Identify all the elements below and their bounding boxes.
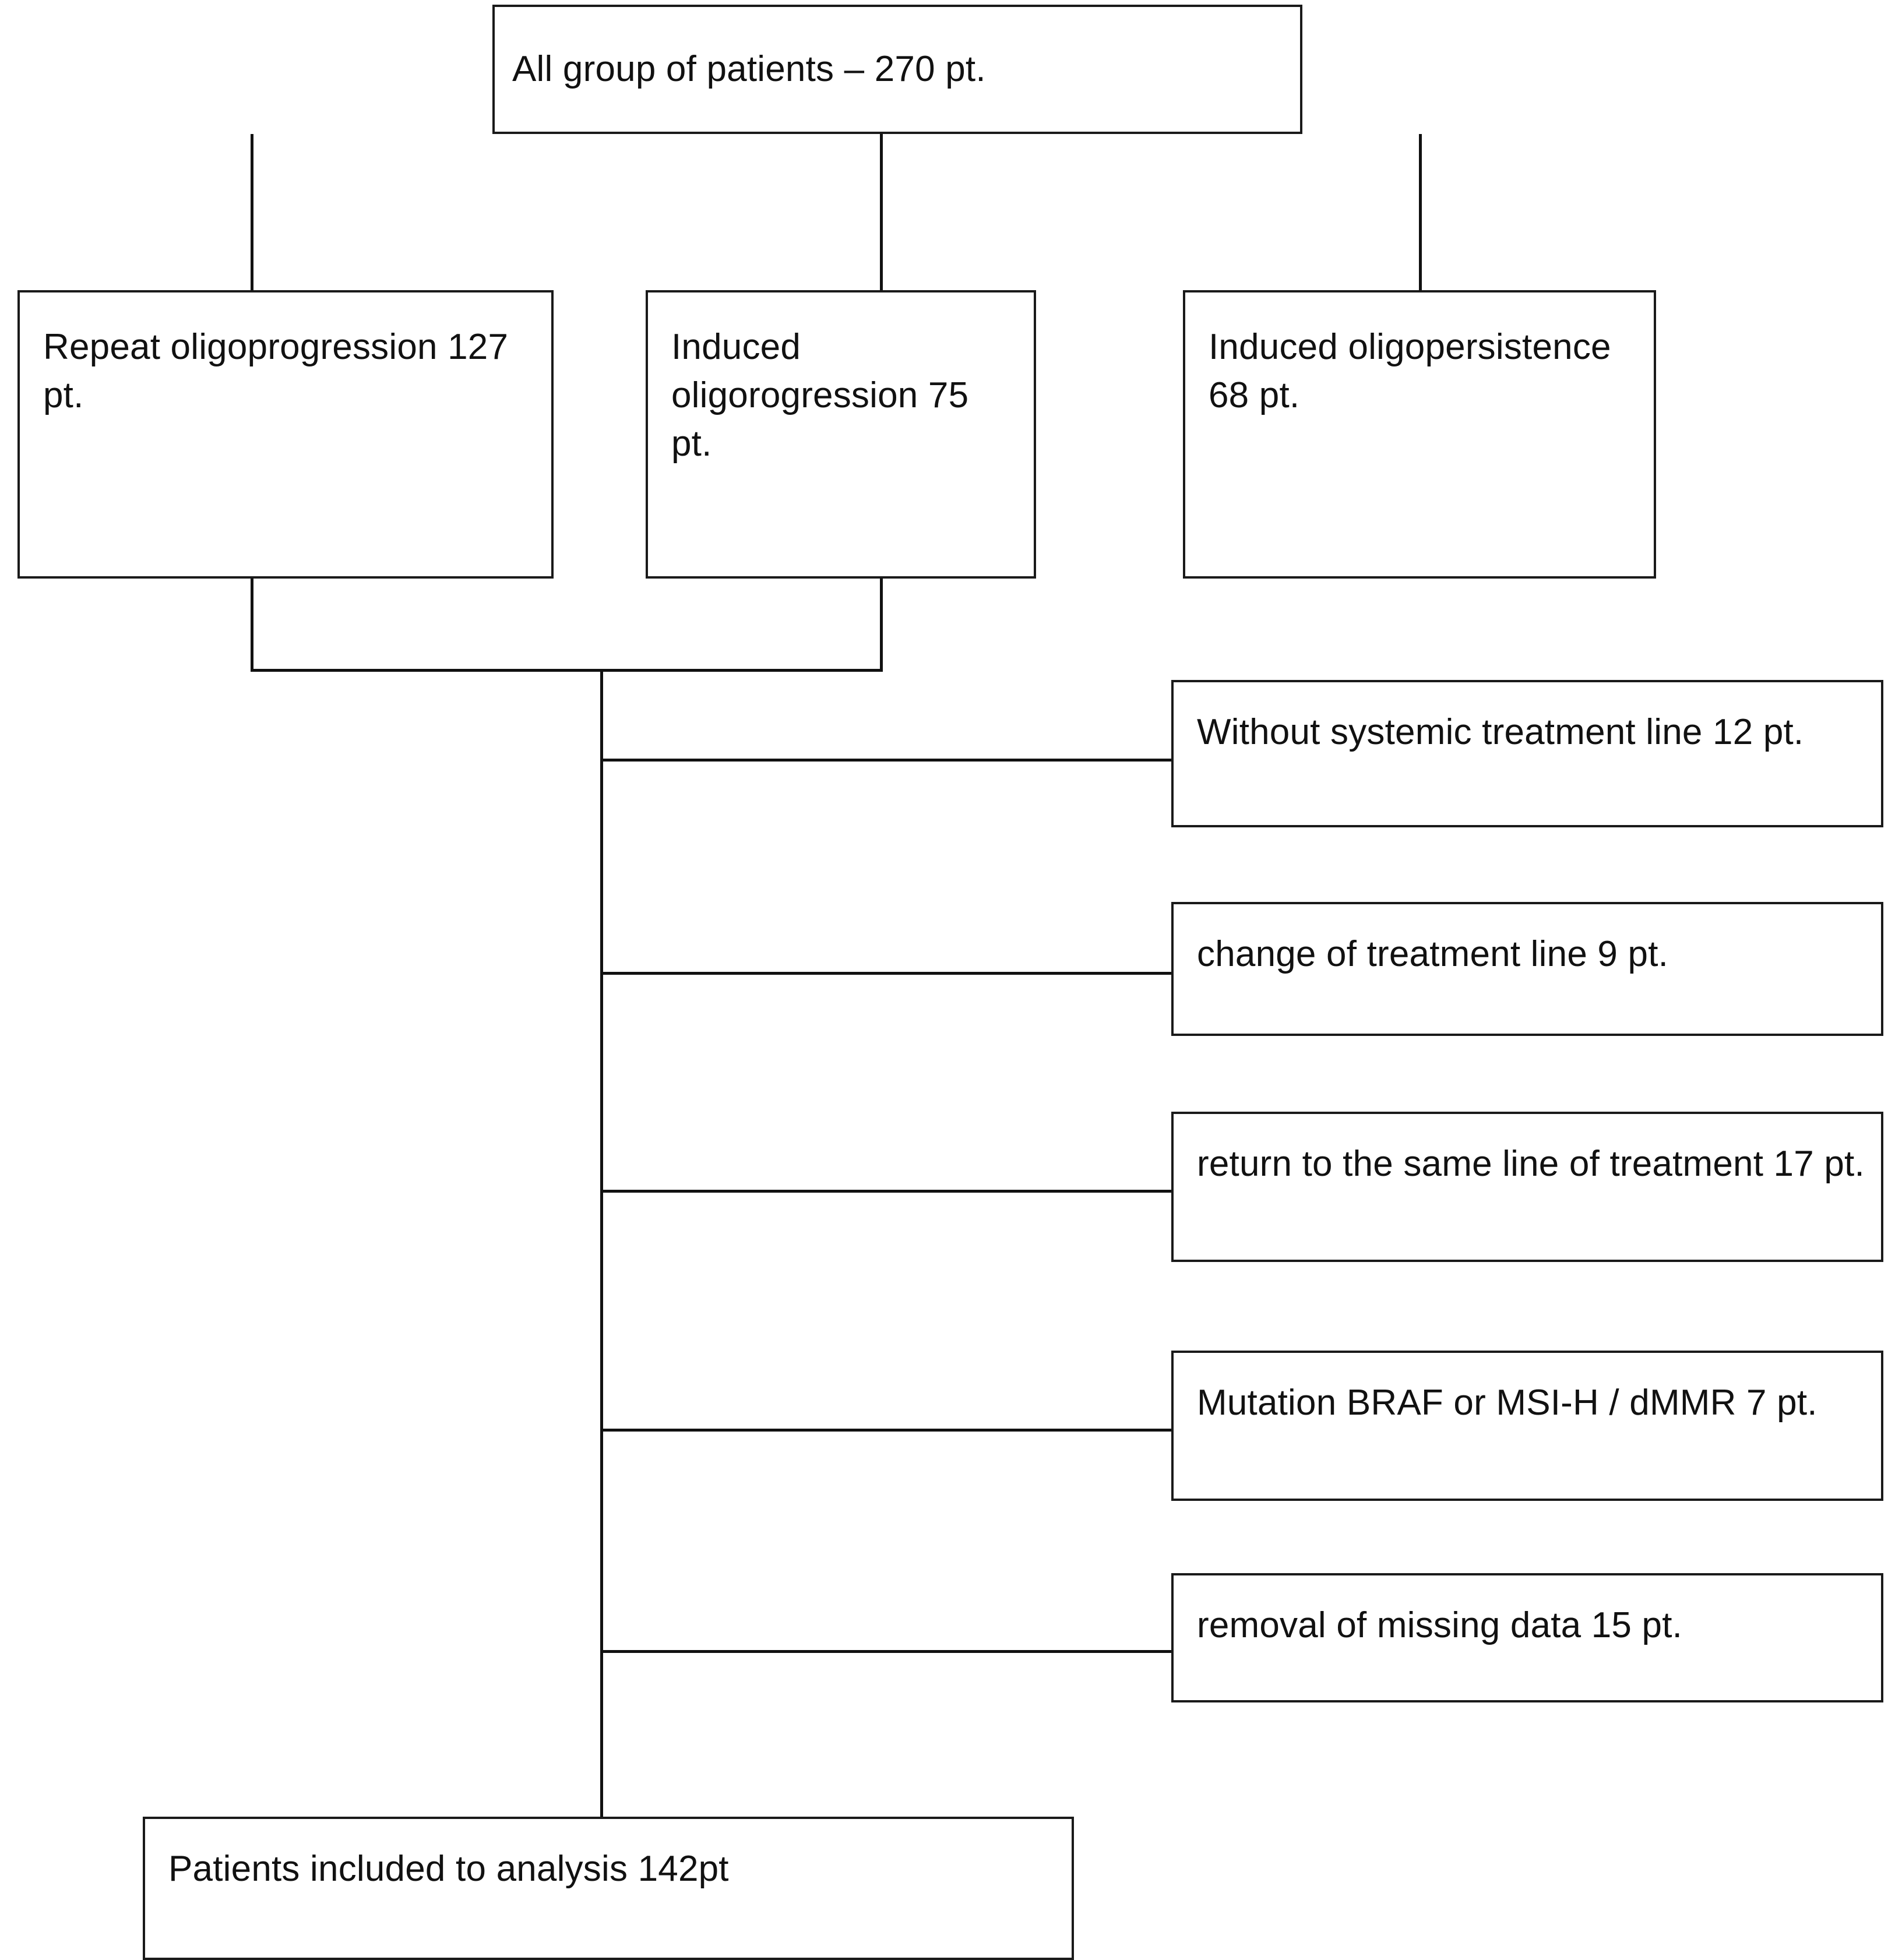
node-exclusion-1-label: change of treatment line 9 pt. — [1197, 934, 1669, 974]
node-exclusion-mutation-braf-or-msi-h-dmmr: Mutation BRAF or MSI-H / dMMR 7 pt. — [1171, 1351, 1883, 1501]
connector-main-trunk — [600, 669, 603, 1820]
connector-cohort1-drop — [251, 579, 253, 672]
connector-root-stem-left — [251, 134, 253, 291]
connector-branch-2 — [600, 1190, 1174, 1193]
node-exclusion-3-label: Mutation BRAF or MSI-H / dMMR 7 pt. — [1197, 1383, 1817, 1423]
connector-branch-4 — [600, 1650, 1174, 1653]
node-exclusion-4-label: removal of missing data 15 pt. — [1197, 1605, 1683, 1645]
node-induced-oligoregression: Induced oligorogression 75 pt. — [646, 290, 1036, 579]
node-exclusion-without-systemic-treatment-line: Without systemic treatment line 12 pt. — [1171, 680, 1883, 827]
node-patients-included: Patients included to analysis 142pt — [143, 1817, 1074, 1960]
node-all-patients-label: All group of patients – 270 pt. — [512, 49, 986, 90]
node-repeat-oligoprogression-label: Repeat oligoprogression 127 pt. — [43, 327, 509, 416]
node-exclusion-return-to-same-line-of-treatment: return to the same line of treatment 17 … — [1171, 1112, 1883, 1262]
node-induced-oligopersistence: Induced oligopersistence 68 pt. — [1183, 290, 1656, 579]
connector-branch-0 — [600, 759, 1174, 762]
connector-root-stem-right — [1419, 134, 1422, 291]
node-exclusion-removal-of-missing-data: removal of missing data 15 pt. — [1171, 1573, 1883, 1702]
node-induced-oligoregression-label: Induced oligorogression 75 pt. — [671, 327, 969, 464]
node-exclusion-0-label: Without systemic treatment line 12 pt. — [1197, 712, 1804, 752]
node-patients-included-label: Patients included to analysis 142pt — [168, 1849, 729, 1889]
node-exclusion-2-label: return to the same line of treatment 17 … — [1197, 1144, 1865, 1184]
node-repeat-oligoprogression: Repeat oligoprogression 127 pt. — [17, 290, 554, 579]
node-all-patients: All group of patients – 270 pt. — [492, 5, 1302, 134]
node-induced-oligopersistence-label: Induced oligopersistence 68 pt. — [1209, 327, 1611, 416]
connector-branch-1 — [600, 972, 1174, 975]
node-exclusion-change-of-treatment-line: change of treatment line 9 pt. — [1171, 902, 1883, 1036]
connector-merge-bar — [251, 669, 883, 672]
connector-root-stem-middle — [880, 134, 883, 291]
connector-cohort2-drop — [880, 579, 883, 672]
connector-branch-3 — [600, 1429, 1174, 1432]
